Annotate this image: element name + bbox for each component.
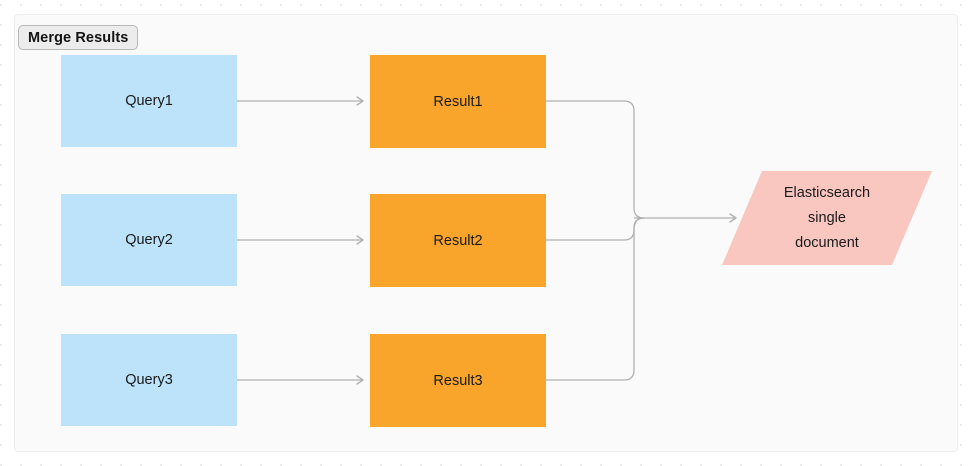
node-document-label-line2: single <box>808 209 846 226</box>
node-result-3[interactable]: Result3 <box>370 334 546 427</box>
node-query-3-label: Query3 <box>125 372 173 388</box>
node-document-label-line3: document <box>795 234 859 251</box>
node-query-2[interactable]: Query2 <box>61 194 237 286</box>
node-query-2-label: Query2 <box>125 232 173 248</box>
group-label-merge-results[interactable]: Merge Results <box>18 25 139 50</box>
node-elasticsearch-document[interactable]: Elasticsearch single document <box>722 171 932 265</box>
node-result-2-label: Result2 <box>433 232 483 249</box>
node-document-label: Elasticsearch single document <box>762 181 892 256</box>
node-result-3-label: Result3 <box>433 372 483 389</box>
parallelogram-shape <box>722 171 932 265</box>
node-query-3[interactable]: Query3 <box>61 334 237 426</box>
node-query-1[interactable]: Query1 <box>61 55 237 147</box>
node-result-1[interactable]: Result1 <box>370 55 546 148</box>
node-result-1-label: Result1 <box>433 93 483 110</box>
node-result-2[interactable]: Result2 <box>370 194 546 287</box>
node-document-label-line1: Elasticsearch <box>783 184 871 201</box>
node-query-1-label: Query1 <box>125 93 173 109</box>
